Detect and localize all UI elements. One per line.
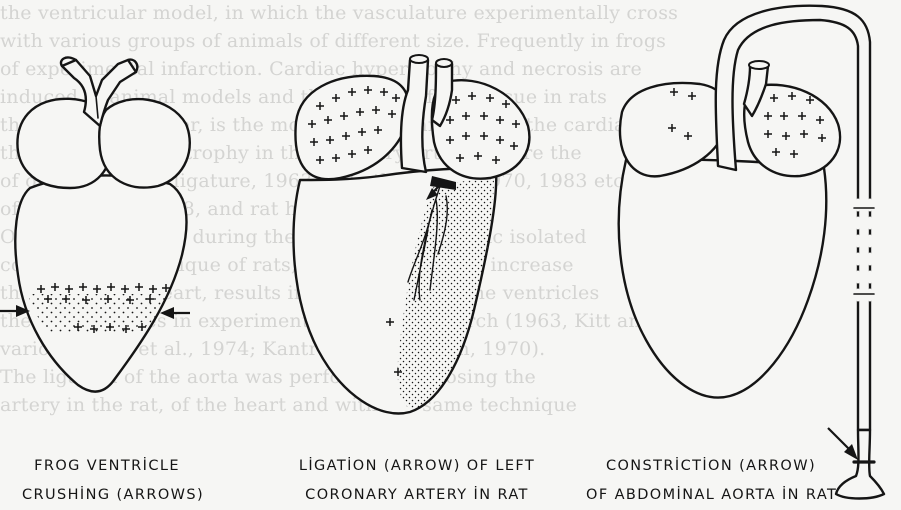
caption-frog-line2: CRUSHİNG (ARROWS) <box>22 481 192 510</box>
caption-constriction-line2: OF ABDOMİNAL AORTA İN RAT <box>586 481 836 510</box>
arrow-icon <box>160 307 190 319</box>
caption-constriction-line1: CONSTRİCTİON (ARROW) <box>586 452 836 481</box>
caption-ligation-line1: LİGATİON (ARROW) OF LEFT <box>282 452 552 481</box>
constriction-ventricles <box>619 159 827 397</box>
caption-frog-line1: FROG VENTRİCLE <box>22 452 192 481</box>
caption-frog: FROG VENTRİCLE CRUSHİNG (ARROWS) <box>22 452 192 510</box>
caption-constriction: CONSTRİCTİON (ARROW) OF ABDOMİNAL AORTA … <box>586 452 836 510</box>
frog-heart <box>15 58 189 392</box>
rat-heart-ligation <box>294 55 530 413</box>
caption-ligation: LİGATİON (ARROW) OF LEFT CORONARY ARTERY… <box>282 452 552 510</box>
rat-heart-constriction <box>619 6 884 499</box>
caption-ligation-line2: CORONARY ARTERY İN RAT <box>282 481 552 510</box>
frog-ventricle <box>15 175 186 391</box>
frog-right-atrium <box>99 99 190 187</box>
ligation-aortic-arch <box>401 60 428 172</box>
constriction-abdominal-aorta <box>836 430 884 499</box>
